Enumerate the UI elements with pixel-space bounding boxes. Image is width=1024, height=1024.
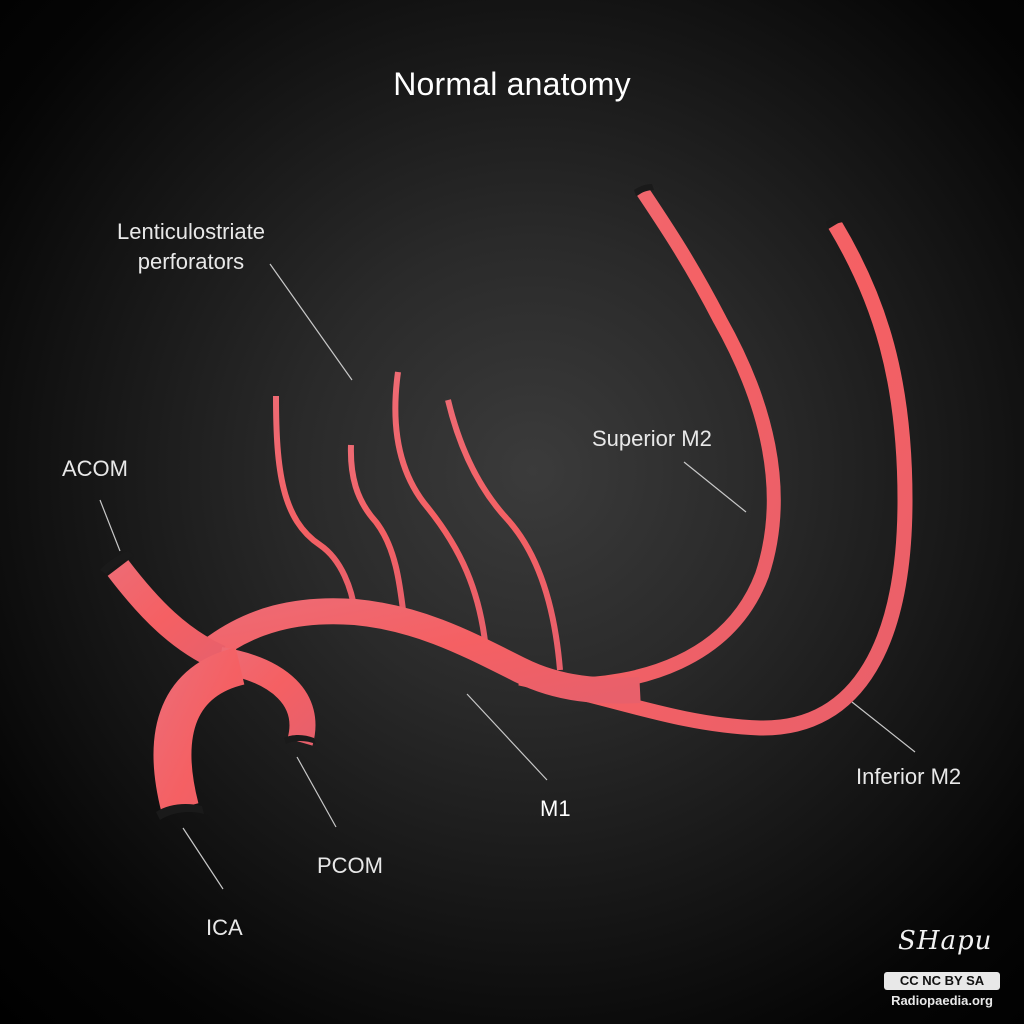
- perforator-3: [392, 371, 489, 651]
- label-pcom: PCOM: [317, 853, 383, 878]
- leader-line-acom: [99, 499, 121, 552]
- license-badge: CC NC BY SA: [884, 972, 1000, 990]
- acom-vessel: [107, 560, 226, 670]
- label-superior-m2: Superior M2: [592, 426, 712, 451]
- leader-line-m1: [466, 693, 548, 781]
- perforator-4: [445, 399, 563, 671]
- label-lenticulostriate-perforators: Lenticulostriate perforators: [106, 217, 276, 277]
- leader-line-pcom: [296, 756, 337, 828]
- superior-m2-vessel: [559, 188, 781, 693]
- perforator-1: [273, 395, 358, 613]
- label-ica: ICA: [206, 915, 243, 940]
- perforator-2: [347, 444, 407, 619]
- inferior-m2-cut-end: [826, 216, 846, 228]
- label-m1: M1: [540, 796, 571, 821]
- label-acom: ACOM: [62, 456, 128, 481]
- label-lenticulostriate-line1: Lenticulostriate: [117, 219, 265, 244]
- diagram-title: Normal anatomy: [393, 66, 631, 102]
- source-watermark: Radiopaedia.org: [891, 993, 993, 1008]
- superior-m2-cut-end: [634, 184, 654, 196]
- inferior-m2-vessel: [518, 221, 913, 736]
- leader-line-superior-m2: [683, 461, 747, 513]
- ica-cut-end: [156, 804, 204, 820]
- label-inferior-m2: Inferior M2: [856, 764, 962, 789]
- leader-line-ica: [182, 827, 224, 890]
- leader-line-lenticulostriate: [269, 263, 353, 381]
- acom-cut-end: [100, 551, 134, 574]
- label-lenticulostriate-line2: perforators: [137, 249, 245, 274]
- ica-vessel: [153, 647, 246, 813]
- pcom-cut-end: [284, 735, 316, 744]
- leader-line-inferior-m2: [851, 701, 916, 753]
- author-signature: SHapu: [898, 926, 993, 956]
- m1-vessel: [196, 598, 641, 704]
